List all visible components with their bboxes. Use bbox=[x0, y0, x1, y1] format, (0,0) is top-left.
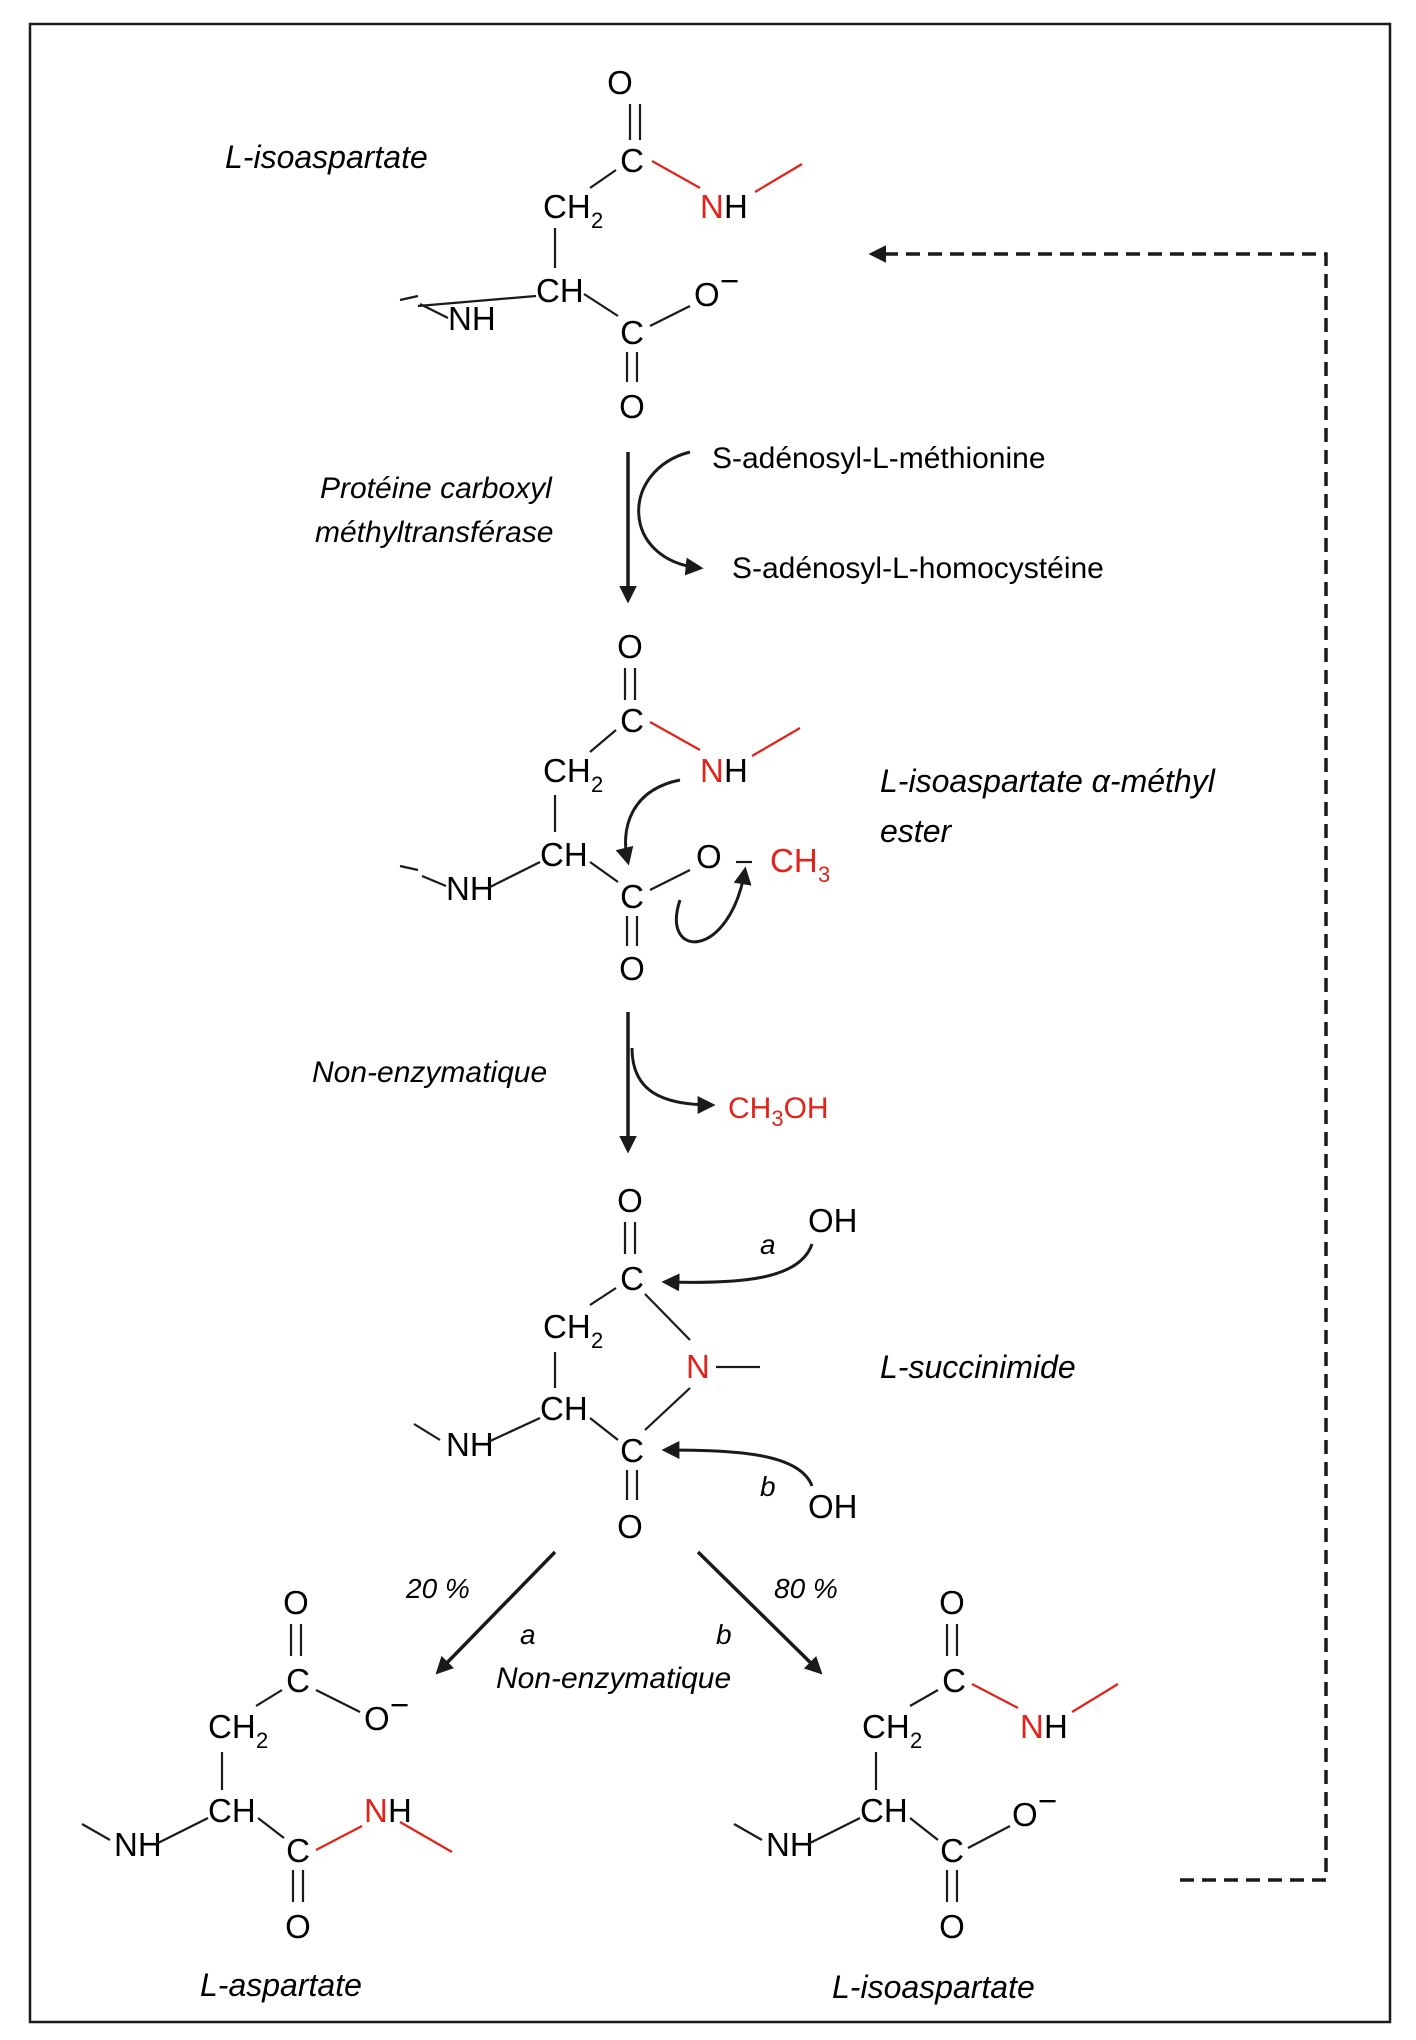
svg-text:O: O bbox=[617, 1182, 643, 1219]
reaction-arrow-path-b bbox=[696, 1550, 823, 1675]
svg-text:C: C bbox=[286, 1832, 310, 1869]
svg-text:N: N bbox=[700, 752, 724, 789]
svg-text:H: H bbox=[388, 1792, 412, 1829]
svg-text:CH: CH bbox=[543, 1308, 591, 1345]
svg-text:NH: NH bbox=[446, 870, 494, 907]
path-a-percent: 20 % bbox=[405, 1573, 470, 1604]
attack-label-b: b bbox=[760, 1471, 776, 1502]
step3-label: Non-enzymatique bbox=[496, 1662, 731, 1695]
svg-text:O: O bbox=[607, 64, 633, 101]
svg-text:CH: CH bbox=[208, 1792, 256, 1829]
svg-text:H: H bbox=[724, 752, 748, 789]
svg-text:NH: NH bbox=[114, 1826, 162, 1863]
svg-text:O: O bbox=[364, 1700, 390, 1737]
svg-text:−: − bbox=[390, 1686, 409, 1723]
molecule-l-isoaspartate-bottom: O C N H CH 2 CH NH C O − O L-isoaspartat… bbox=[733, 1584, 1119, 2005]
molecule-l-succinimide: O C N CH 2 CH NH C O OH a OH b L-succini… bbox=[413, 1182, 1076, 1545]
svg-text:O: O bbox=[1012, 1796, 1038, 1833]
label-l-aspartate: L-aspartate bbox=[200, 1967, 362, 2003]
released-methanol: CH3OH bbox=[728, 1092, 829, 1131]
svg-text:N: N bbox=[700, 188, 724, 225]
methanol-release-curve bbox=[630, 1047, 716, 1114]
svg-text:O: O bbox=[617, 1508, 643, 1545]
svg-text:CH: CH bbox=[862, 1708, 910, 1745]
molecule-methyl-ester: O C N H CH 2 CH NH C O CH 3 O L-isoaspar… bbox=[399, 628, 1216, 987]
svg-text:O: O bbox=[939, 1908, 965, 1945]
svg-text:O: O bbox=[619, 950, 645, 987]
svg-text:2: 2 bbox=[910, 1728, 922, 1753]
cofactor-in: S-adénosyl-L-méthionine bbox=[712, 442, 1046, 475]
svg-text:O: O bbox=[617, 628, 643, 665]
label-methyl-ester-line2: ester bbox=[880, 813, 952, 849]
svg-text:H: H bbox=[724, 188, 748, 225]
cofactor-curve bbox=[637, 450, 704, 576]
svg-text:CH: CH bbox=[543, 752, 591, 789]
svg-text:O: O bbox=[283, 1584, 309, 1621]
svg-text:CH: CH bbox=[860, 1792, 908, 1829]
svg-text:C: C bbox=[940, 1832, 964, 1869]
svg-text:N: N bbox=[686, 1348, 710, 1385]
svg-text:O: O bbox=[939, 1584, 965, 1621]
svg-text:CH: CH bbox=[770, 842, 818, 879]
path-b-percent: 80 % bbox=[774, 1573, 838, 1604]
path-a-letter: a bbox=[520, 1619, 536, 1650]
figure-frame bbox=[28, 22, 1392, 2024]
peptide-bond-red bbox=[651, 160, 701, 189]
svg-text:O: O bbox=[619, 388, 645, 425]
enzyme-name-line1: Protéine carboxyl bbox=[320, 472, 553, 505]
svg-text:CH: CH bbox=[543, 188, 591, 225]
svg-text:C: C bbox=[286, 1662, 310, 1699]
label-l-isoaspartate-top: L-isoaspartate bbox=[225, 139, 428, 175]
leaving-group-arrow bbox=[674, 866, 752, 944]
svg-text:NH: NH bbox=[446, 1426, 494, 1463]
svg-text:N: N bbox=[1020, 1708, 1044, 1745]
svg-text:N: N bbox=[364, 1792, 388, 1829]
svg-text:CH: CH bbox=[540, 1390, 588, 1427]
enzyme-name-line2: méthyltransférase bbox=[315, 516, 553, 549]
svg-text:C: C bbox=[620, 878, 644, 915]
svg-text:2: 2 bbox=[256, 1728, 268, 1753]
label-l-isoaspartate-bottom: L-isoaspartate bbox=[832, 1969, 1035, 2005]
attack-label-a: a bbox=[760, 1229, 776, 1260]
svg-text:CH: CH bbox=[540, 836, 588, 873]
label-l-succinimide: L-succinimide bbox=[880, 1349, 1076, 1385]
svg-text:3: 3 bbox=[818, 862, 830, 887]
molecule-l-isoaspartate-top: L-isoaspartate O C N H CH 2 CH NH C O − … bbox=[225, 64, 803, 425]
svg-text:C: C bbox=[620, 1260, 644, 1297]
svg-text:C: C bbox=[620, 702, 644, 739]
hydroxide-b: OH bbox=[808, 1488, 858, 1525]
svg-text:CH: CH bbox=[208, 1708, 256, 1745]
svg-text:−: − bbox=[720, 262, 739, 299]
hydroxide-a: OH bbox=[808, 1202, 858, 1239]
svg-text:O: O bbox=[696, 838, 722, 875]
svg-text:CH: CH bbox=[536, 272, 584, 309]
svg-text:NH: NH bbox=[766, 1826, 814, 1863]
nucleophilic-attack-arrow bbox=[615, 778, 681, 866]
svg-text:C: C bbox=[620, 142, 644, 179]
svg-text:O: O bbox=[285, 1908, 311, 1945]
svg-text:C: C bbox=[620, 1432, 644, 1469]
step2-label: Non-enzymatique bbox=[312, 1056, 547, 1089]
path-b-letter: b bbox=[716, 1619, 732, 1650]
svg-text:−: − bbox=[1038, 1782, 1057, 1819]
svg-text:2: 2 bbox=[591, 208, 603, 233]
svg-text:O: O bbox=[694, 276, 720, 313]
attack-arrow-a bbox=[661, 1243, 814, 1292]
reaction-arrow-path-a bbox=[435, 1550, 557, 1675]
svg-text:C: C bbox=[620, 314, 644, 351]
svg-text:2: 2 bbox=[591, 772, 603, 797]
svg-text:H: H bbox=[1044, 1708, 1068, 1745]
cofactor-out: S-adénosyl-L-homocystéine bbox=[732, 552, 1104, 585]
svg-text:C: C bbox=[942, 1662, 966, 1699]
svg-text:NH: NH bbox=[448, 300, 496, 337]
recycle-dashed-arrow bbox=[868, 245, 1328, 1882]
molecule-l-aspartate: O C O − CH 2 CH NH C N H O L-aspartate bbox=[81, 1584, 453, 2003]
label-methyl-ester: L-isoaspartate α-méthyl bbox=[880, 763, 1216, 799]
svg-text:2: 2 bbox=[591, 1328, 603, 1353]
attack-arrow-b bbox=[661, 1441, 814, 1487]
